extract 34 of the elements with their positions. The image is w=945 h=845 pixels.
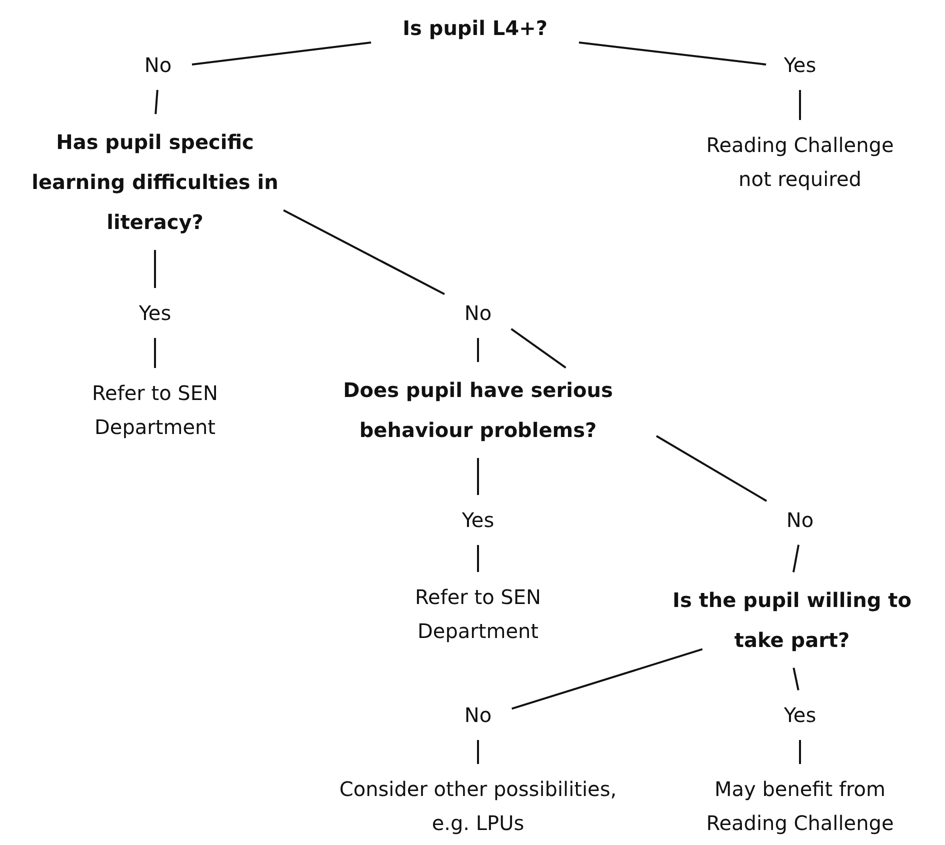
connector-line [477, 458, 479, 495]
answer-text: No [144, 52, 172, 79]
connector-line [192, 42, 372, 66]
answer-text: No [786, 507, 814, 534]
connector-line [578, 41, 766, 66]
connector-line [792, 544, 800, 572]
connector-line [154, 250, 156, 288]
answer-text: Yes [138, 300, 172, 327]
answer-text: Refer to SEN Department [91, 380, 219, 441]
answer-text: Consider other possibilities, e.g. LPUs [338, 776, 618, 837]
answer-text: Yes [784, 52, 816, 79]
answer-text: May benefit from Reading Challenge [705, 776, 895, 837]
connector-line [477, 545, 479, 572]
connector-line [477, 740, 479, 764]
question-text: Has pupil specific learning difficulties in literacy? [30, 129, 280, 236]
answer-text: Yes [462, 507, 494, 534]
connector-line [477, 338, 479, 362]
connector-line [799, 90, 801, 120]
question-text: Is the pupil willing to take part? [672, 587, 912, 654]
connector-line [283, 209, 445, 296]
connector-line [154, 338, 156, 368]
answer-text: No [464, 300, 492, 327]
connector-line [799, 740, 801, 764]
connector-line [512, 648, 703, 710]
answer-text: No [464, 702, 492, 729]
answer-text: Reading Challenge not required [705, 132, 895, 193]
answer-text: Yes [784, 702, 816, 729]
connector-line [656, 435, 768, 502]
connector-line [792, 668, 800, 690]
question-text: Is pupil L4+? [402, 15, 548, 42]
answer-text: Refer to SEN Department [414, 584, 542, 645]
connector-line [154, 90, 158, 114]
connector-line [510, 328, 566, 368]
question-text: Does pupil have serious behaviour problems? [342, 377, 614, 444]
